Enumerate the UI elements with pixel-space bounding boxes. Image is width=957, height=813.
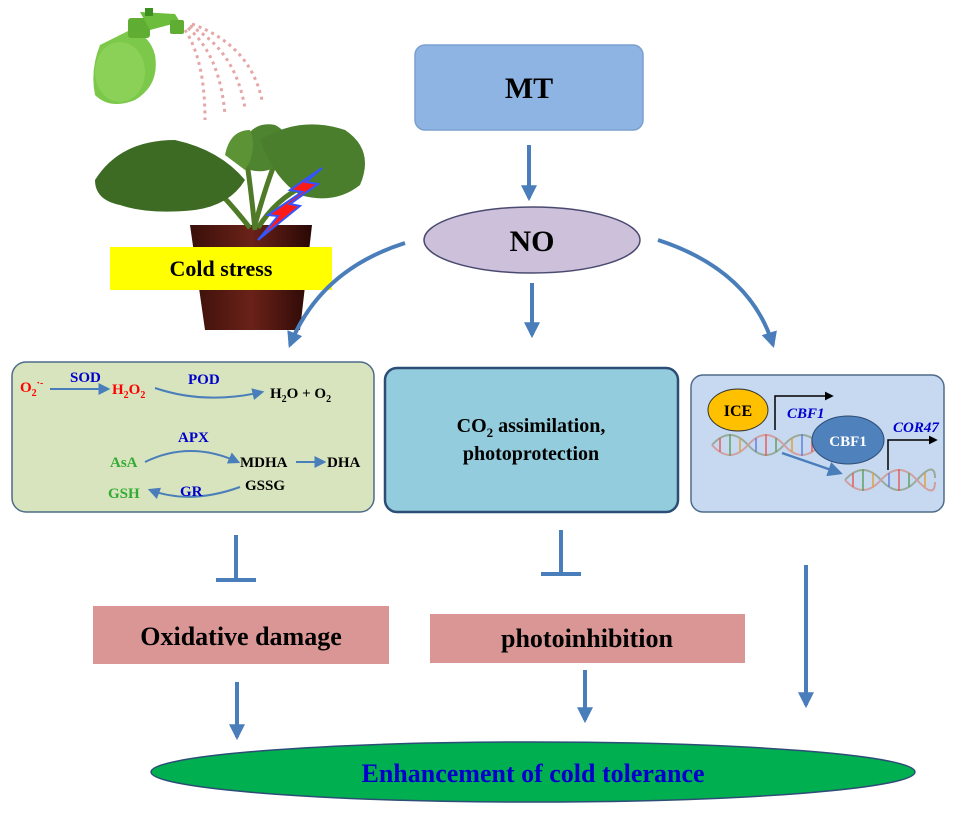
arrow-cbf1-binding xyxy=(781,451,843,477)
cold-tolerance-ellipse xyxy=(150,741,916,803)
h2o2-label: H xyxy=(112,382,124,398)
arrow-no-to-antioxidant xyxy=(287,241,406,348)
apx-label: APX xyxy=(178,430,209,446)
svg-text:CO2 assimilation,: CO2 assimilation, xyxy=(457,415,606,440)
gr-label: GR xyxy=(180,484,203,500)
co2-assimilation-label: CO xyxy=(457,415,487,437)
inhibit-photosynthesis xyxy=(541,530,581,576)
no-ellipse xyxy=(423,206,641,274)
arrow-apx xyxy=(144,450,241,464)
cbf1-gene-label: CBF1 xyxy=(787,406,825,422)
svg-text:H2O2: H2O2 xyxy=(112,382,145,401)
cor47-promoter-arrow xyxy=(887,435,938,470)
gsh-label: GSH xyxy=(108,486,140,502)
arrow-pod xyxy=(154,387,265,400)
cbf1-protein-label: CBF1 xyxy=(829,434,867,450)
oxidative-damage-box xyxy=(93,606,389,664)
dha-label: DHA xyxy=(327,455,361,471)
svg-text:H2O + O2: H2O + O2 xyxy=(270,386,331,405)
ice-protein-icon xyxy=(707,388,769,432)
sod-label: SOD xyxy=(70,370,101,386)
photoinhibition-box xyxy=(430,614,745,663)
spray-mist xyxy=(183,22,264,121)
asa-label: AsA xyxy=(110,455,138,471)
mt-label: MT xyxy=(505,72,553,105)
mt-box xyxy=(414,44,644,131)
ice-label: ICE xyxy=(724,403,752,420)
photosynthesis-box xyxy=(383,366,680,514)
water-oxygen-label: H xyxy=(270,386,282,402)
photoprotection-label: photoprotection xyxy=(463,443,599,465)
dna-helix-icon xyxy=(711,434,821,456)
cold-tolerance-label: Enhancement of cold tolerance xyxy=(361,759,704,788)
no-label: NO xyxy=(510,225,555,258)
superoxide-label: O xyxy=(20,380,32,396)
inhibit-antioxidant xyxy=(216,535,256,582)
oxidative-damage-label: Oxidative damage xyxy=(140,622,342,651)
gssg-label: GSSG xyxy=(245,478,285,494)
antioxidant-pathway: O2·- SOD H2O2 POD H2O + O2 APX AsA MDHA … xyxy=(20,370,361,502)
antioxidant-box xyxy=(11,361,375,513)
dna-helix-icon-2 xyxy=(844,468,936,492)
svg-text:O2·-: O2·- xyxy=(20,378,43,399)
arrow-no-to-gene xyxy=(657,238,777,349)
mdha-label: MDHA xyxy=(240,455,288,471)
cbf1-promoter-arrow xyxy=(774,391,834,430)
pod-label: POD xyxy=(188,372,220,388)
spray-bottle-icon xyxy=(93,8,184,104)
cbf1-protein-icon xyxy=(811,415,885,465)
lightning-bolt-icon xyxy=(257,167,323,241)
gene-regulation-pathway: ICE CBF1 CBF1 COR47 xyxy=(707,388,939,492)
plant-illustration: Cold stress xyxy=(93,8,365,330)
leaf-icons xyxy=(95,124,365,212)
cold-stress-label-bg xyxy=(110,247,332,290)
arrow-gr xyxy=(147,486,241,499)
cold-stress-label: Cold stress xyxy=(170,256,273,281)
cor47-gene-label: COR47 xyxy=(893,420,939,436)
photoinhibition-label: photoinhibition xyxy=(501,624,674,653)
